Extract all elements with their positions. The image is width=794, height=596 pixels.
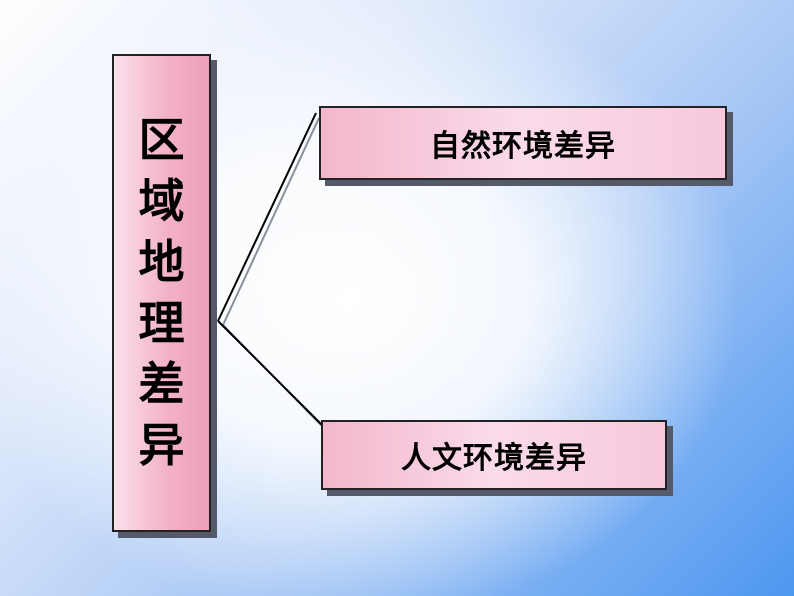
branch-node-human: 人文环境差异 [321, 420, 667, 490]
branch-node-label: 自然环境差异 [430, 129, 616, 164]
root-node-char: 异 [138, 418, 185, 472]
root-node-char: 域 [138, 174, 185, 228]
branch-node-natural: 自然环境差异 [319, 106, 727, 180]
root-node-char: 理 [138, 296, 185, 350]
connector-top-shadow [222, 117, 320, 326]
root-node-char: 区 [138, 113, 185, 167]
root-node-char: 差 [138, 357, 185, 411]
connector-bottom [217, 320, 324, 427]
connector-top [217, 112, 317, 322]
root-node-char: 地 [138, 235, 185, 289]
branch-node-label: 人文环境差异 [401, 441, 587, 476]
root-node-box: 区 域 地 理 差 异 [112, 54, 211, 532]
